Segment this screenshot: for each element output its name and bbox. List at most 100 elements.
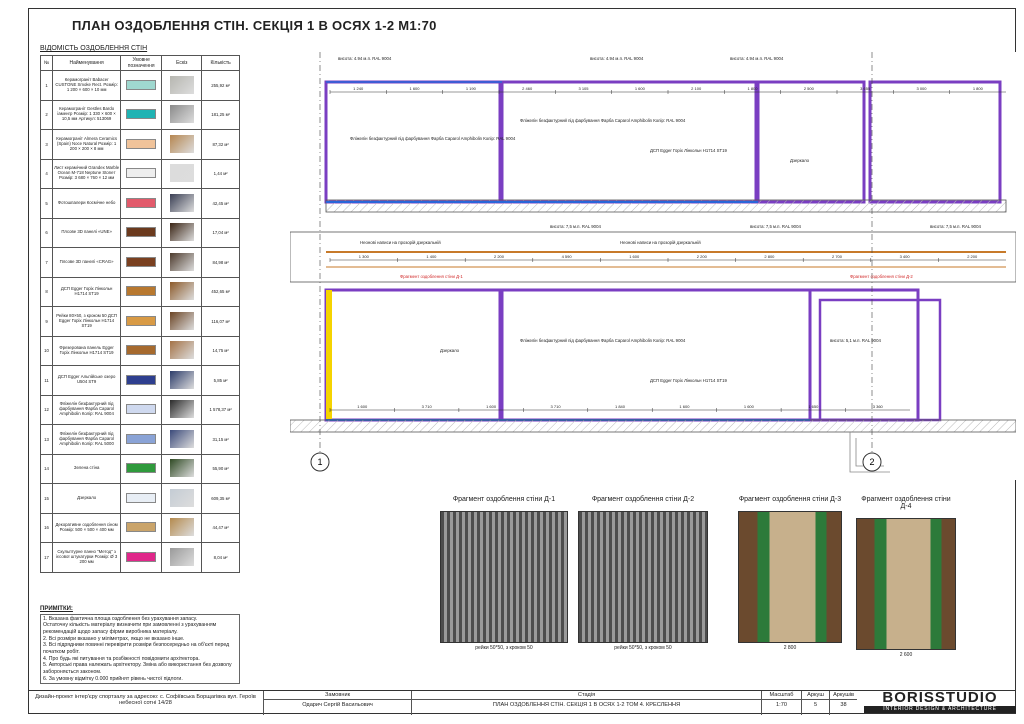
dimension-value: 4 590 bbox=[562, 254, 573, 259]
legend-qty: 87,32 м² bbox=[201, 129, 240, 160]
legend-sketch bbox=[161, 70, 203, 101]
legend-num: 5 bbox=[39, 188, 54, 219]
symbol-swatch bbox=[126, 138, 157, 149]
dimension-value: 3 360 bbox=[873, 404, 884, 409]
title-block: Дизайн-проект інтер'єру спортзалу за адр… bbox=[28, 690, 1016, 715]
legend-symbol bbox=[120, 453, 163, 484]
legend-qty: 31,15 м² bbox=[201, 424, 240, 455]
dimension-value: 1 600 bbox=[409, 86, 420, 91]
sheet-title: ПЛАН ОЗДОБЛЕННЯ СТІН. СЕКЦІЯ 1 В ОСЯХ 1-… bbox=[72, 18, 437, 33]
legend-num: 3 bbox=[39, 129, 54, 160]
dimension-value: 1 600 bbox=[679, 404, 690, 409]
sketch-thumbnail bbox=[169, 75, 194, 94]
dimension-value: 2 800 bbox=[764, 254, 775, 259]
legend-num: 15 bbox=[39, 483, 54, 514]
legend-qty: 8,04 м² bbox=[201, 542, 240, 573]
fragment-elevation-drawing bbox=[856, 518, 956, 650]
legend-name: Керамограніт Gestles Bardo іаменгр Розмі… bbox=[52, 99, 122, 130]
logo-tagline: INTERIOR DESIGN & ARCHITECTURE bbox=[864, 706, 1016, 713]
legend-num: 9 bbox=[39, 306, 54, 337]
legend-num: 17 bbox=[39, 542, 54, 573]
finish-legend-table: № Найменування Умовне позначення Ескіз К… bbox=[39, 55, 240, 573]
notes-list: 1. Вказана фактична площа оздоблення без… bbox=[40, 613, 240, 685]
axis-1-label: 1 bbox=[317, 457, 322, 467]
legend-symbol bbox=[120, 306, 163, 337]
legend-symbol bbox=[120, 335, 163, 366]
legend-name: Рейки 80×50, з кроком 50 ДСП Egger Горіх… bbox=[52, 306, 122, 337]
note-item: 1. Вказана фактична площа оздоблення без… bbox=[43, 615, 198, 622]
dimension-value: 1 240 bbox=[353, 86, 364, 91]
legend-name: Декоративне оздоблення сіном Розмір: 500… bbox=[52, 512, 122, 543]
legend-symbol bbox=[120, 247, 163, 278]
tb-client: Замовник Одарич Сергій Васильович bbox=[263, 691, 411, 715]
symbol-swatch bbox=[126, 551, 157, 562]
dimension-value: 1 840 bbox=[615, 404, 626, 409]
notes-block: ПРИМІТКИ: 1. Вказана фактична площа оздо… bbox=[40, 606, 240, 685]
legend-num: 13 bbox=[39, 424, 54, 455]
sketch-thumbnail bbox=[169, 370, 194, 389]
legend-qty: 116,07 м² bbox=[201, 306, 240, 337]
sketch-thumbnail bbox=[169, 488, 194, 507]
sketch-thumbnail bbox=[169, 311, 194, 330]
symbol-swatch bbox=[126, 374, 157, 385]
fragment-caption: рейки 50*50, з кроком 50 bbox=[475, 645, 533, 651]
sketch-thumbnail bbox=[169, 193, 194, 212]
legend-num: 2 bbox=[39, 99, 54, 130]
legend-symbol bbox=[120, 99, 163, 130]
legend-name: Фотошпалери Космічне небо bbox=[52, 188, 122, 219]
fragment-caption: рейки 50*50, з кроком 50 bbox=[614, 645, 672, 651]
fragment-d2-marker: Фрагмент оздоблення стіни Д-2 bbox=[850, 274, 913, 279]
dimension-value: 1 800 bbox=[973, 86, 984, 91]
col-qty: Кількість bbox=[201, 55, 240, 71]
dimension-value: 1 600 bbox=[486, 404, 497, 409]
note-item: 6. За умовну відмітку 0.000 прийнят ріве… bbox=[43, 675, 183, 682]
sketch-thumbnail bbox=[169, 429, 194, 448]
corridor-height-1: висота: 7,5 м.п. RAL 9004 bbox=[550, 224, 601, 229]
dimension-value: 1 650 bbox=[808, 404, 819, 409]
col-name: Найменування bbox=[52, 55, 122, 71]
legend-qty: 255,92 м² bbox=[201, 70, 240, 101]
legend-symbol bbox=[120, 129, 163, 160]
symbol-swatch bbox=[126, 404, 157, 415]
room-height-right: висота: 5,1 м.п. RAL 9004 bbox=[830, 338, 881, 343]
legend-name: Фрезерована панель Egger Горіх Лінкольн … bbox=[52, 335, 122, 366]
dimension-value: 1 600 bbox=[357, 404, 368, 409]
note-mirror-2: Дзеркало bbox=[440, 348, 460, 353]
sketch-thumbnail bbox=[169, 223, 194, 242]
dimension-value: 1 190 bbox=[466, 86, 477, 91]
fragment-elevation-drawing bbox=[738, 511, 842, 643]
symbol-swatch bbox=[126, 227, 157, 238]
legend-header-row: № Найменування Умовне позначення Ескіз К… bbox=[39, 55, 240, 71]
symbol-swatch bbox=[126, 168, 157, 179]
col-sketch: Ескіз bbox=[161, 55, 203, 71]
legend-qty: 14,75 м² bbox=[201, 335, 240, 366]
logo-wordmark: BORISSTUDIO bbox=[882, 689, 998, 706]
legend-name: Плсове 3D панелі «UNE» bbox=[52, 217, 122, 248]
legend-qty: 84,98 м² bbox=[201, 247, 240, 278]
fragment-title: Фрагмент оздоблення стіни Д-1 bbox=[452, 496, 556, 503]
sketch-thumbnail bbox=[169, 164, 194, 183]
notes-heading: ПРИМІТКИ: bbox=[40, 606, 73, 612]
sketch-thumbnail bbox=[169, 134, 194, 153]
legend-symbol bbox=[120, 188, 163, 219]
legend-name: ДСП Egger Альпійське озеро U504 ST9 bbox=[52, 365, 122, 396]
legend-qty: 55,90 м² bbox=[201, 453, 240, 484]
symbol-swatch bbox=[126, 256, 157, 267]
symbol-swatch bbox=[126, 109, 157, 120]
dimension-value: 1 400 bbox=[426, 254, 437, 259]
fragment-elevation-drawing bbox=[440, 511, 568, 643]
symbol-swatch bbox=[126, 522, 157, 533]
dimension-value: 3 000 bbox=[916, 86, 927, 91]
note-item: 5. Авторські права належать архітектору.… bbox=[43, 662, 232, 675]
symbol-swatch bbox=[126, 315, 157, 326]
dimension-value: 2 500 bbox=[804, 86, 815, 91]
legend-qty: 42,45 м² bbox=[201, 188, 240, 219]
